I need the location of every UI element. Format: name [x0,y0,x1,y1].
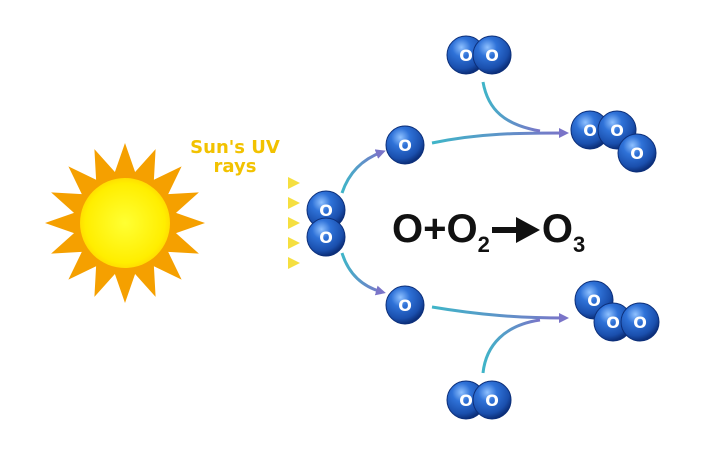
ozone-top-atom: O [617,133,657,173]
o2-molecule-center-atom: O [306,190,346,230]
uv-rays [186,177,300,269]
uv-label-line2: rays [213,156,257,177]
atom-label: O [587,291,601,310]
ozone-top-atom: O [570,110,610,150]
equation-subscript-3: 3 [572,232,586,257]
free-oxygen-atom-bottom: O [385,285,425,325]
atom-label: O [459,46,473,65]
atom-label: O [485,46,499,65]
atom-label: O [633,313,647,332]
equation-term-oxygen-molecule: O [446,207,478,251]
free-oxygen-atom-top: O [385,125,425,165]
atom-label: O [319,201,333,220]
atom-label: O [583,121,597,140]
equation-product-ozone: O [541,207,573,251]
right-arrow-icon [491,217,540,243]
o2-molecule-top-atom: O [472,35,512,75]
uv-label-line1: Sun's UV [190,137,280,158]
atom-label: O [630,144,644,163]
uv-rays-label: Sun's UV rays [176,138,294,176]
atom-label: O [610,121,624,140]
atom-label: O [606,313,620,332]
o2-molecule-bottom-atom: O [472,380,512,420]
atom-label: O [485,391,499,410]
o2-molecule-center-atom: O [306,217,346,257]
reaction-arrows [340,81,569,374]
atom-label: O [398,296,412,315]
equation-plus: + [423,207,447,251]
equation-term-oxygen-atom: O [392,207,424,251]
atom-label: O [398,136,412,155]
ozone-bottom-atom: O [620,302,660,342]
atom-label: O [459,391,473,410]
equation-subscript-2: 2 [477,232,490,257]
sun-icon [45,143,205,303]
atom-label: O [319,228,333,247]
